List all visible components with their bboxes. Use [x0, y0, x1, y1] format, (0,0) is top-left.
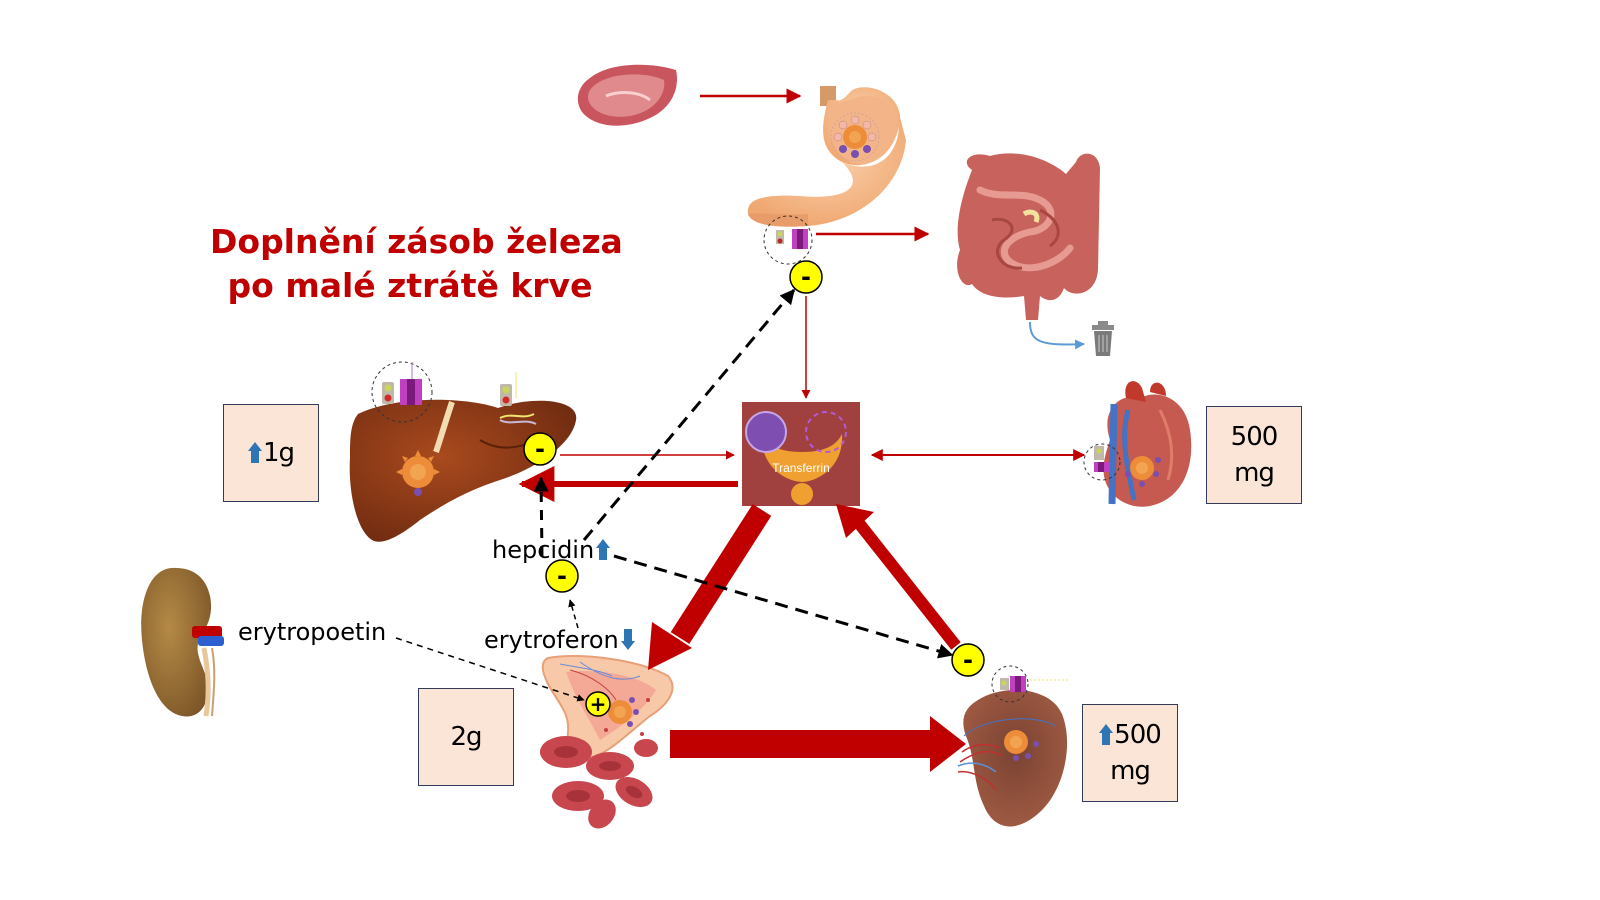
blue-up-arrow-icon	[1099, 724, 1114, 746]
title-line-1: Doplnění zásob železa	[210, 222, 623, 261]
marrow-activator-sign: +	[585, 691, 611, 717]
spleen-transporter-icon	[991, 665, 1070, 703]
duodenum-inhibitor-sign: -	[789, 260, 823, 294]
erytropoetin-label: erytropoetin	[238, 618, 387, 646]
spleen-inhibitor-sign: -	[951, 643, 985, 677]
heart-store-value: 500	[1230, 422, 1279, 452]
liver-icon	[349, 399, 577, 542]
svg-text:-: -	[801, 263, 811, 291]
spleen-store-unit: mg	[1110, 756, 1151, 786]
hepcidin-to-liver-arrow	[533, 476, 549, 557]
meat-icon	[577, 64, 677, 126]
spleen-store-box: 500 mg	[1082, 704, 1178, 802]
heart-store-box: 500 mg	[1206, 406, 1302, 504]
heart-store-unit: mg	[1234, 458, 1275, 488]
erytroferon-to-hepcidin-arrow	[568, 599, 579, 629]
marrow-store-box: 2g	[418, 688, 514, 786]
liver-store-box: 1g	[223, 404, 319, 502]
liver-inhibitor-sign: -	[523, 432, 557, 466]
liver-iron-cell-icon	[396, 450, 440, 496]
stomach-icon	[747, 86, 906, 227]
trash-can-icon	[1092, 321, 1114, 356]
red-blood-cells-icon	[540, 736, 658, 829]
blue-up-arrow-icon	[596, 539, 611, 561]
svg-text:-: -	[557, 562, 567, 590]
hepcidin-to-spleen-arrow	[613, 554, 954, 659]
title-line-2: po malé ztrátě krve	[227, 266, 593, 305]
page-title: Doplnění zásob železa po malé ztrátě krv…	[210, 220, 623, 308]
kidney-icon	[141, 567, 224, 717]
transferrin-label: Transferrin	[772, 461, 830, 475]
hepcidin-inhibitor-sign: -	[545, 559, 579, 593]
spleen-icon	[957, 689, 1068, 827]
intestine-icon	[957, 153, 1100, 320]
spleen-to-transferrin-arrow	[836, 504, 961, 650]
erytroferon-label: erytroferon	[484, 626, 635, 654]
transferrin-to-marrow-arrow	[648, 504, 772, 670]
hepcidin-to-duodenum-arrow	[582, 288, 796, 541]
svg-text:-: -	[963, 646, 973, 674]
spleen-store-value: 500	[1114, 720, 1162, 750]
liver-receptor-icon	[500, 372, 517, 406]
intestine-to-trash-arrow	[1029, 321, 1085, 350]
marrow-store-value: 2g	[450, 722, 482, 752]
stomach-iron-cell-icon	[830, 112, 880, 162]
hepcidin-label: hepcidin	[492, 536, 611, 564]
liver-transporter-icon	[371, 361, 433, 423]
heart-icon	[1103, 381, 1192, 507]
liver-store-value: 1g	[262, 438, 295, 468]
heart-transporter-icon	[1083, 443, 1121, 481]
blue-up-arrow-icon	[247, 442, 262, 464]
svg-text:-: -	[535, 435, 545, 463]
marrow-to-spleen-arrow	[670, 716, 966, 772]
svg-text:+: +	[590, 692, 607, 716]
duodenum-transporter-icon	[763, 215, 813, 265]
transferrin-icon	[742, 402, 860, 506]
blue-down-arrow-icon	[620, 629, 635, 651]
